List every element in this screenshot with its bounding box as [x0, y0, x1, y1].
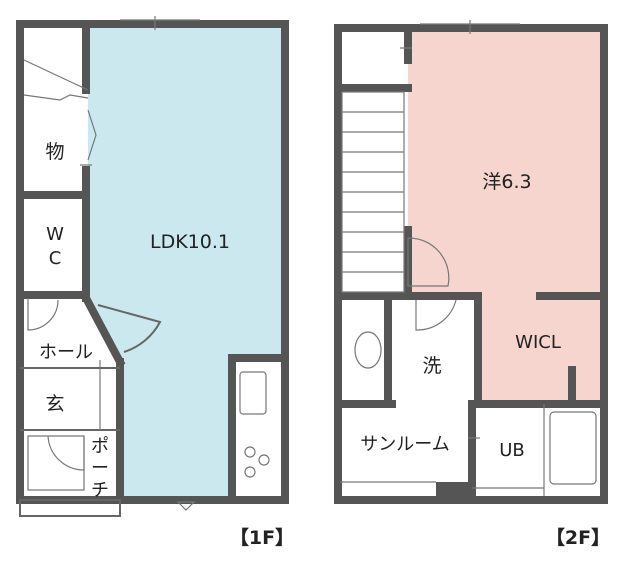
floor-2f: 洋6.3 WICL 洗 サンルーム UB 【2F】 [334, 20, 610, 549]
wash-label: 洗 [422, 355, 441, 377]
western-room-fill [408, 28, 604, 400]
wicl-label: WICL [515, 332, 561, 353]
entrance-label: 玄 [45, 393, 64, 415]
bathtub [549, 411, 597, 485]
porch-label-3: チ [91, 480, 109, 501]
kitchen-sink [239, 371, 267, 415]
porch-label-1: ポ [91, 436, 109, 457]
kitchen-stove [244, 446, 270, 478]
porch-label-2: ー [91, 458, 109, 479]
floor-1f: LDK10.1 物 W C ホール 玄 ポ ー チ 【1F】 [16, 16, 294, 549]
ub-label: UB [499, 440, 525, 461]
sunroom-label: サンルーム [360, 434, 449, 455]
floor-2f-caption: 【2F】 [546, 526, 610, 549]
wc-label-c: C [49, 248, 62, 269]
wc-label-w: W [46, 224, 64, 245]
western-room-label: 洋6.3 [482, 171, 531, 193]
washbasin [354, 331, 382, 369]
pillar [436, 482, 470, 504]
storage-label: 物 [45, 141, 64, 163]
floor-1f-caption: 【1F】 [230, 526, 294, 549]
ldk-label: LDK10.1 [150, 231, 230, 253]
staircase [341, 91, 405, 293]
ldk-door-swing [97, 304, 162, 353]
1f-outer-wall [16, 20, 289, 504]
hall-label: ホール [39, 342, 93, 363]
ldk-room-fill [88, 24, 285, 500]
